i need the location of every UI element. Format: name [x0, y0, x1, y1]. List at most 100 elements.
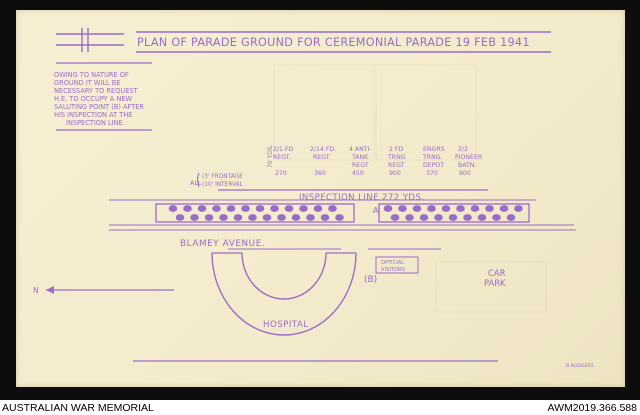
unit-engrs-trng-depot: ENGRS TRNG. DEPOT 370: [422, 146, 445, 177]
troop-mark: [390, 214, 400, 221]
troop-mark: [383, 205, 393, 212]
troop-formations: [168, 205, 523, 221]
troop-mark: [284, 205, 294, 212]
unit-name: REGT: [352, 162, 369, 169]
unit-name: REGT.: [313, 154, 331, 161]
troop-mark: [175, 214, 185, 221]
troop-mark: [441, 205, 451, 212]
north-label: N: [33, 286, 39, 295]
all-label: ALL: [190, 179, 202, 187]
north-arrow-head-icon: [46, 286, 54, 294]
troop-mark: [306, 214, 315, 221]
point-a-label: A: [373, 206, 379, 215]
frontage-label: (3' FRONTAGE: [202, 174, 243, 180]
unit-name: PIONEER: [455, 154, 483, 161]
parade-plan-drawing: PLAN OF PARADE GROUND FOR CEREMONIAL PAR…: [33, 28, 594, 369]
troop-mark: [168, 205, 178, 212]
footer-institution: AUSTRALIAN WAR MEMORIAL: [2, 402, 154, 414]
frontage-brace: [197, 172, 200, 188]
unit-name: ENGRS: [423, 146, 445, 153]
unit-name: DEPOT: [423, 162, 444, 169]
unit-name: TANK: [351, 154, 369, 161]
unit-name: TRNG: [387, 154, 406, 161]
parade-plan-sheet: PLAN OF PARADE GROUND FOR CEREMONIAL PAR…: [16, 10, 625, 387]
troop-mark: [248, 214, 257, 221]
troop-mark: [241, 205, 250, 212]
note-line: SALUTING POINT (B) AFTER: [54, 103, 144, 111]
troop-mark: [190, 214, 199, 221]
troop-mark: [506, 214, 516, 221]
note-line: OWING TO NATURE OF: [54, 71, 129, 79]
troop-mark: [485, 205, 494, 212]
unit-name: 2 FD: [389, 146, 403, 153]
troop-mark: [320, 214, 330, 221]
troop-mark: [291, 214, 301, 221]
car-park-label: PARK: [484, 278, 506, 288]
hospital-label: HOSPITAL: [263, 320, 309, 330]
unit-columns: 2/1 FD REGT. 270 2/14 FD. REGT. 360 4 AN…: [273, 146, 483, 177]
unit-name: BATN.: [458, 162, 476, 169]
troop-mark: [419, 214, 429, 221]
unit-2-14-fd-regt: 2/14 FD. REGT. 360: [310, 146, 336, 177]
official-visitors-label: OFFICIAL: [381, 260, 404, 266]
unit-strength: 900: [389, 170, 401, 177]
troop-mark: [233, 214, 243, 221]
unit-name: REGT: [388, 162, 405, 169]
troop-mark: [405, 214, 414, 221]
unit-name: 2/1 FD: [273, 146, 293, 153]
parade-block-west: [155, 203, 355, 223]
troop-mark: [477, 214, 487, 221]
troop-mark: [335, 214, 344, 221]
note-block: OWING TO NATURE OF GROUND IT WILL BE NEC…: [54, 71, 144, 127]
unit-2-2-pioneer-batn: 2/2 PIONEER BATN. 900: [455, 146, 483, 177]
unit-name: 4 ANTI-: [349, 146, 372, 153]
note-line: HIS INSPECTION AT THE: [54, 111, 132, 119]
plan-title: PLAN OF PARADE GROUND FOR CEREMONIAL PAR…: [137, 36, 530, 49]
saluting-point-b: (B): [364, 275, 377, 285]
official-visitors-box: [375, 256, 419, 274]
road-name: BLAMEY AVENUE.: [180, 239, 265, 249]
draughtsman-signature: B.RODGERS: [566, 363, 594, 369]
unit-strength: 370: [426, 170, 438, 177]
troop-mark: [183, 205, 192, 212]
inspection-line-label: INSPECTION LINE 272 YDS.: [299, 193, 424, 203]
troop-mark: [398, 205, 407, 212]
distance-label: 70 YDS.: [267, 144, 274, 168]
troop-mark: [427, 205, 436, 212]
unit-4-anti-tank-regt: 4 ANTI- TANK REGT 450: [349, 146, 372, 177]
troop-mark: [299, 205, 308, 212]
unit-strength: 450: [352, 170, 364, 177]
car-park-label: CAR: [488, 268, 506, 278]
unit-name: REGT.: [273, 154, 291, 161]
unit-strength: 900: [459, 170, 471, 177]
troop-mark: [212, 205, 221, 212]
troop-mark: [456, 205, 465, 212]
troop-mark: [197, 205, 207, 212]
troop-mark: [277, 214, 286, 221]
troop-mark: [262, 214, 272, 221]
troop-mark: [204, 214, 214, 221]
troop-mark: [328, 205, 337, 212]
unit-2-fd-trng-regt: 2 FD TRNG REGT 900: [387, 146, 406, 177]
troop-mark: [255, 205, 265, 212]
parade-block-east: [378, 203, 530, 223]
north-arrow: N: [33, 286, 174, 295]
bleed-through-marks: [273, 64, 547, 313]
troop-mark: [226, 205, 236, 212]
troop-mark: [514, 205, 523, 212]
interval-label: (10' INTERVAL: [202, 182, 244, 188]
troop-mark: [434, 214, 443, 221]
unit-strength: 360: [314, 170, 326, 177]
troop-mark: [492, 214, 501, 221]
troop-mark: [499, 205, 509, 212]
note-line: H.E. TO OCCUPY A NEW: [54, 95, 132, 103]
hospital-outer-curve: [211, 252, 357, 336]
note-line: NECESSARY TO REQUEST: [54, 87, 139, 95]
troop-mark: [470, 205, 480, 212]
unit-name: 2/14 FD.: [310, 146, 336, 153]
troop-mark: [313, 205, 323, 212]
official-visitors-label: VISITORS: [381, 267, 405, 273]
troop-mark: [219, 214, 228, 221]
note-line: INSPECTION LINE.: [66, 119, 125, 127]
unit-name: TRNG.: [422, 154, 443, 161]
